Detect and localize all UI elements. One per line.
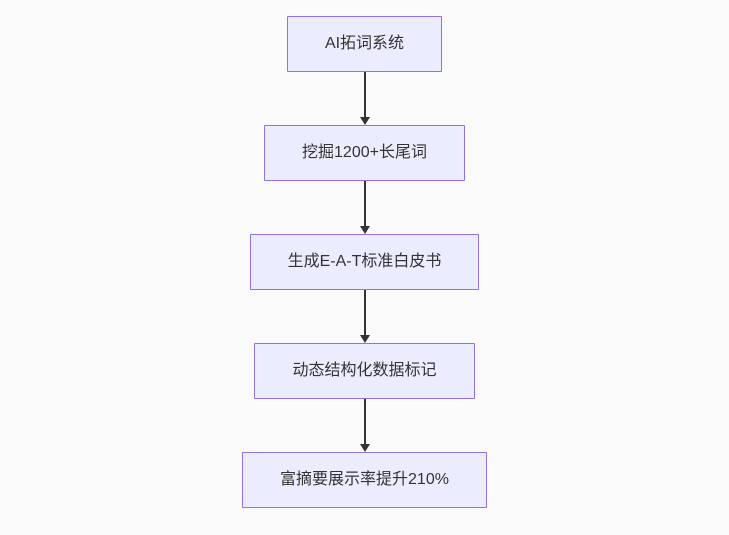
arrow-line: [363, 72, 366, 117]
flowchart-node-longtail-mining: 挖掘1200+长尾词: [264, 125, 465, 181]
arrow-down-icon: [359, 226, 370, 234]
arrow-down-icon: [359, 335, 370, 343]
flowchart-node-rich-snippet-result: 富摘要展示率提升210%: [242, 452, 487, 508]
arrow-line: [363, 181, 366, 226]
flowchart-node-eat-whitepaper: 生成E-A-T标准白皮书: [249, 234, 480, 290]
flowchart-node-structured-data-markup: 动态结构化数据标记: [254, 343, 475, 399]
arrow-down-icon: [359, 444, 370, 452]
arrow-line: [363, 290, 366, 335]
flowchart-edge-2: [359, 181, 370, 234]
flowchart-edge-3: [359, 290, 370, 343]
flowchart-edge-4: [359, 399, 370, 452]
arrow-line: [363, 399, 366, 444]
arrow-down-icon: [359, 117, 370, 125]
flowchart-edge-1: [359, 72, 370, 125]
flowchart-node-ai-keyword-system: AI拓词系统: [286, 16, 443, 72]
